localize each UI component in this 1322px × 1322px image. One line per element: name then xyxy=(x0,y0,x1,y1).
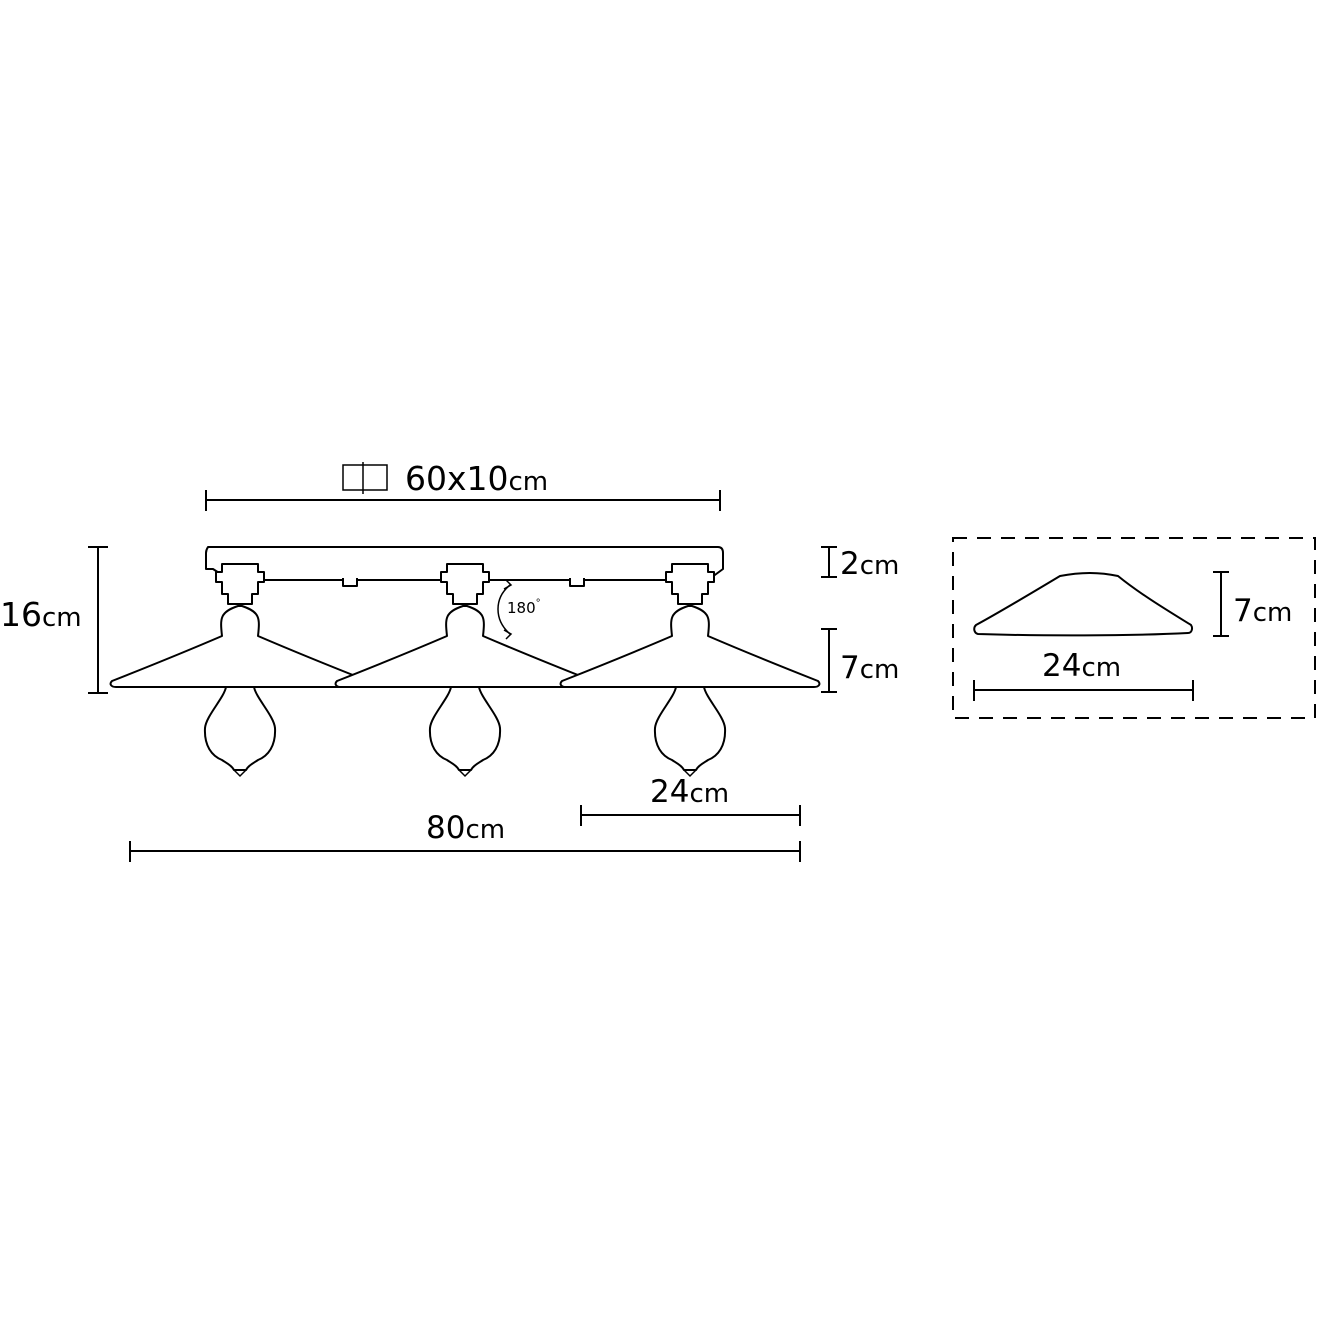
lamp-right xyxy=(559,563,821,777)
detail-shade-diameter-label: 24cm xyxy=(1042,648,1121,684)
rotation-label: 180° xyxy=(507,598,541,617)
plate-thickness-label: 2cm xyxy=(840,546,899,582)
shade-height-dimension: 7cm xyxy=(821,628,899,693)
plate-thickness-dimension: 2cm xyxy=(821,546,899,582)
total-width-dimension: 80cm xyxy=(129,810,801,862)
mount-plate-dimension: 60x10cm xyxy=(205,459,721,511)
lamp-left xyxy=(109,563,371,777)
shade-diameter-label: 24cm xyxy=(650,774,729,810)
bar-notch xyxy=(569,578,585,587)
shade-diameter-dimension: 24cm xyxy=(580,774,801,826)
total-width-label: 80cm xyxy=(426,810,505,846)
mount-plate-label: 60x10cm xyxy=(405,459,548,498)
lamp-center xyxy=(334,563,596,777)
rotation-indicator: 180° xyxy=(497,579,541,640)
total-height-label: 16cm xyxy=(0,595,82,634)
total-height-dimension: 16cm xyxy=(0,546,108,694)
shade-height-label: 7cm xyxy=(840,650,899,686)
detail-shade-height-label: 7cm xyxy=(1233,593,1292,629)
plate-symbol-icon xyxy=(342,464,388,491)
shade-detail-box: 7cm 24cm xyxy=(952,537,1316,719)
detail-shade xyxy=(973,572,1193,637)
detail-frame xyxy=(952,537,1316,719)
bar-notch xyxy=(342,578,358,587)
